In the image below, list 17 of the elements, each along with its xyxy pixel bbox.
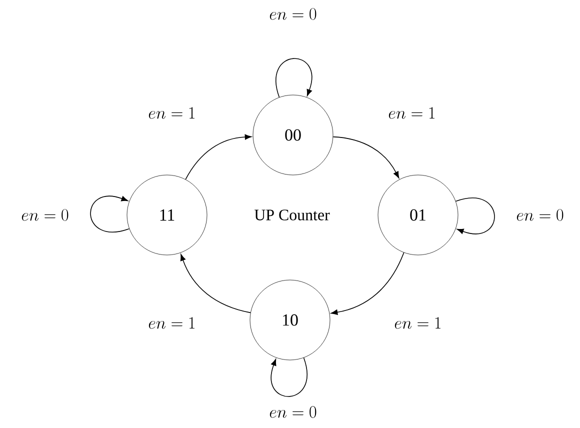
edge-label: $en = 0$ [268, 405, 318, 419]
self-loop-arrow [276, 58, 312, 98]
edge-label: $en = 1$ [387, 106, 437, 120]
edge-label: $en = 0$ [515, 208, 565, 222]
edge-label: $en = 0$ [268, 7, 318, 21]
edge-label: $en = 1$ [147, 106, 197, 120]
edge-label: $en = 0$ [20, 208, 70, 222]
edge-label: $en = 1$ [147, 316, 197, 330]
self-loop-arrow [455, 198, 495, 234]
self-loop-arrow [90, 196, 130, 232]
transition-arrow [330, 252, 404, 315]
edge-label: $en = 1$ [393, 316, 443, 330]
self-loop-arrow [270, 357, 308, 397]
transition-arrow [332, 136, 400, 178]
transition-arrow [180, 254, 251, 314]
transition-arrow [185, 134, 252, 180]
diagram-label: UP Counter [254, 210, 330, 220]
